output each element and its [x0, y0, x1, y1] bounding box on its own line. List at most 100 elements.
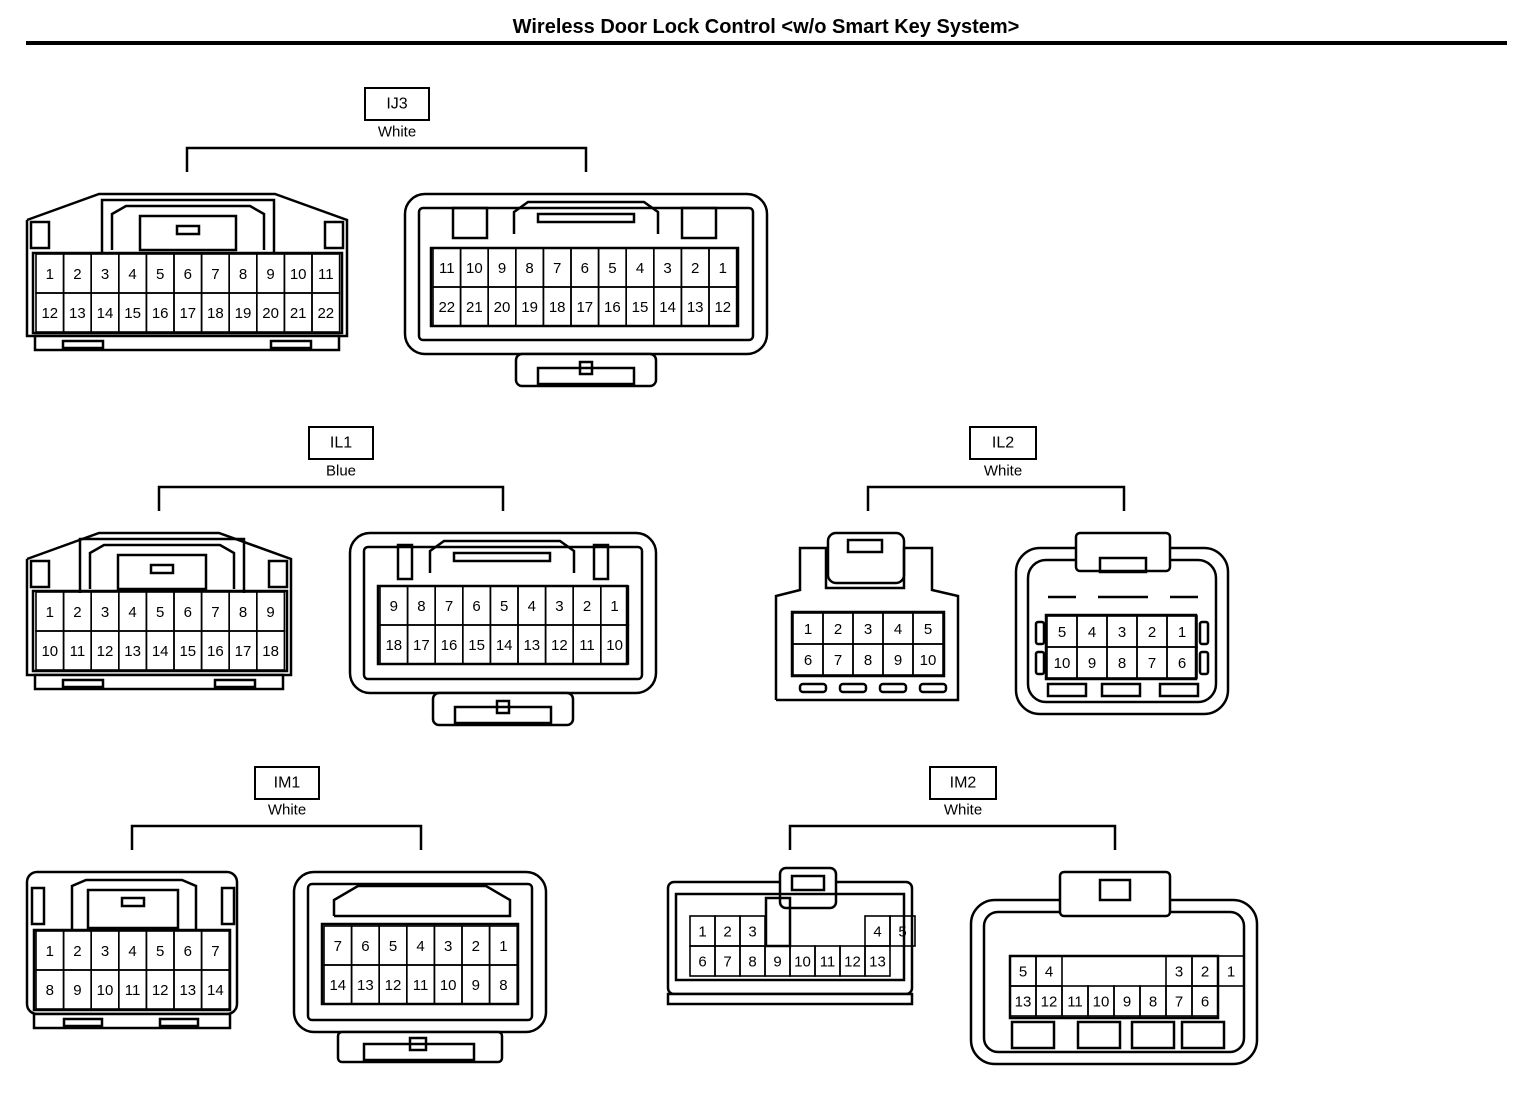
pin-label: 5 — [1058, 624, 1066, 641]
skirt-tab — [578, 360, 594, 376]
pin-label: 12 — [714, 299, 731, 316]
pin-label: 8 — [239, 266, 247, 283]
pin-label: 3 — [663, 260, 671, 277]
locking-skirt — [431, 691, 575, 727]
pin-label: 2 — [73, 266, 81, 283]
pin-label: 3 — [101, 943, 109, 960]
pin-label: 17 — [413, 637, 430, 654]
terminal-slot — [1100, 682, 1142, 698]
latch-frame — [428, 539, 576, 573]
pin-label: 5 — [608, 260, 616, 277]
pin-cell — [708, 286, 738, 327]
locking-skirt — [336, 1030, 504, 1064]
pin-label: 9 — [498, 260, 506, 277]
pin-label: 10 — [290, 266, 307, 283]
pin-label: 3 — [1118, 624, 1126, 641]
pin-label: 14 — [659, 299, 676, 316]
pin-label: 8 — [864, 652, 872, 669]
pin-cell — [255, 630, 286, 671]
skirt-slot — [362, 1042, 476, 1062]
latch-hood — [1058, 870, 1172, 918]
pin-cell — [488, 964, 519, 1005]
connector-id-box — [969, 426, 1037, 460]
pin-label: 6 — [1178, 655, 1186, 672]
slot — [798, 682, 828, 694]
pin-label: 2 — [73, 943, 81, 960]
pin-label: 4 — [528, 598, 536, 615]
housing-inner — [674, 892, 906, 982]
pin-label: 13 — [1015, 994, 1032, 1011]
base-slot — [213, 678, 257, 689]
pin-label: 12 — [551, 637, 568, 654]
key — [1198, 650, 1210, 676]
pin-label: 10 — [440, 977, 457, 994]
pin-label: 15 — [468, 637, 485, 654]
pin-label: 3 — [748, 924, 756, 941]
pin-label: 11 — [1067, 994, 1083, 1011]
pin-label: 9 — [472, 977, 480, 994]
guide-left — [396, 543, 414, 581]
pin-label: 7 — [723, 954, 731, 971]
pin-label: 22 — [317, 305, 334, 322]
key — [1034, 650, 1046, 676]
pin-label: 4 — [636, 260, 644, 277]
base-slot — [61, 678, 105, 689]
pin-cell — [1191, 985, 1219, 1017]
pin-label: 9 — [266, 604, 274, 621]
terminal-slot — [1046, 682, 1088, 698]
pin-label: 15 — [179, 643, 196, 660]
pin-label: 13 — [179, 982, 196, 999]
pin-label: 7 — [834, 652, 842, 669]
pin-label: 2 — [1148, 624, 1156, 641]
pin-label: 2 — [472, 938, 480, 955]
housing-body — [969, 898, 1259, 1066]
pin-label: 12 — [385, 977, 402, 994]
connector-color: Blue — [326, 463, 356, 480]
pin-label: 10 — [794, 954, 811, 971]
pin-label: 5 — [156, 943, 164, 960]
bracket — [130, 824, 423, 850]
pin-label: 1 — [610, 598, 618, 615]
pin-label: 6 — [184, 943, 192, 960]
pin-label: 10 — [97, 982, 114, 999]
pin-label: 8 — [525, 260, 533, 277]
pin-label: 13 — [523, 637, 540, 654]
latch-frame — [512, 200, 660, 234]
side-guide — [30, 886, 46, 926]
pin-label: 11 — [579, 637, 595, 654]
pin-label: 21 — [290, 305, 307, 322]
pin-label: 3 — [444, 938, 452, 955]
pin-label: 6 — [698, 954, 706, 971]
housing-base — [33, 334, 341, 352]
pin-label: 1 — [1227, 964, 1235, 981]
housing-body — [25, 531, 293, 677]
pin-label: 17 — [179, 305, 196, 322]
pin-label: 7 — [211, 943, 219, 960]
connector-id: IL2 — [992, 435, 1014, 452]
pin-label: 6 — [184, 266, 192, 283]
pin-label: 11 — [125, 982, 141, 999]
skirt-tab — [408, 1036, 428, 1052]
pin-label: 7 — [211, 266, 219, 283]
pin-label: 3 — [555, 598, 563, 615]
connector-id: IM2 — [950, 775, 977, 792]
pin-label: 7 — [553, 260, 561, 277]
pin-label: 2 — [834, 621, 842, 638]
pin-label: 1 — [46, 604, 54, 621]
guide-left — [451, 206, 489, 240]
pin-label: 3 — [864, 621, 872, 638]
pin-label: 5 — [156, 266, 164, 283]
latch-tab — [120, 896, 146, 908]
connector-id-box — [254, 766, 320, 800]
housing-body — [25, 192, 349, 338]
pin-label: 7 — [334, 938, 342, 955]
pin-label: 1 — [499, 938, 507, 955]
side-guide — [220, 886, 236, 926]
bracket — [866, 485, 1126, 511]
base-slot — [62, 1017, 104, 1028]
